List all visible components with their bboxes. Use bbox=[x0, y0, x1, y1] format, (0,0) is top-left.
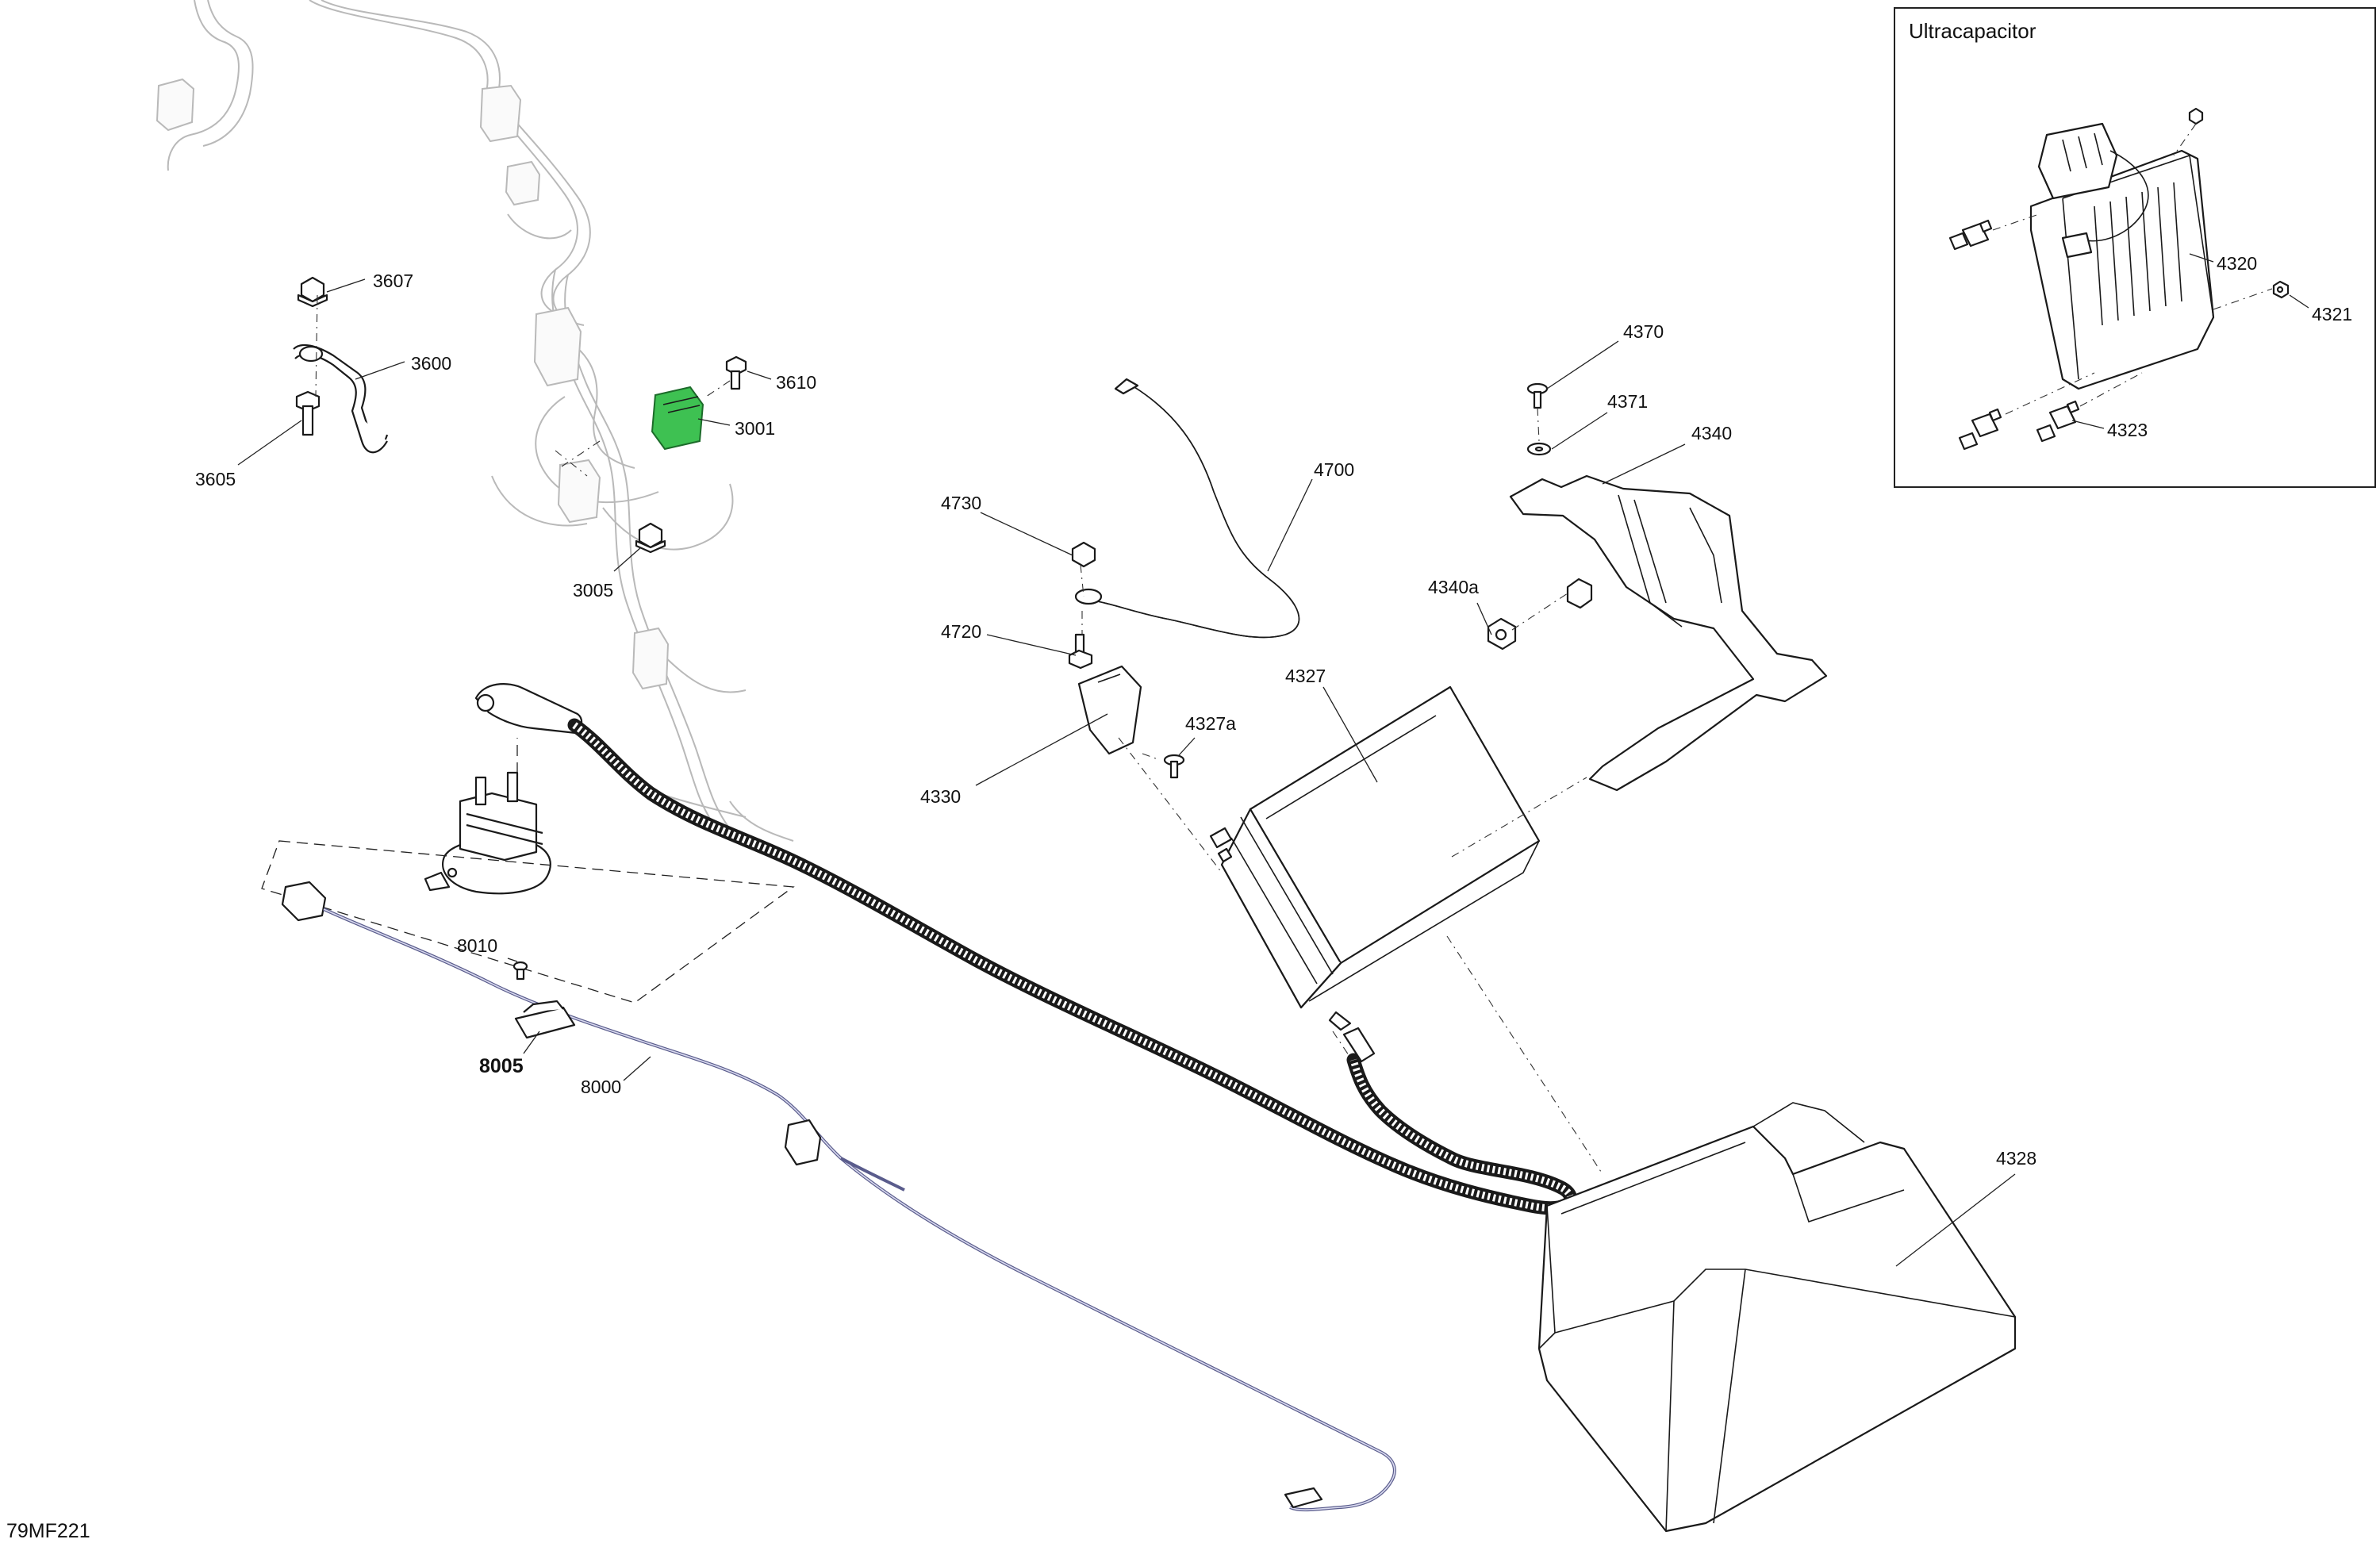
callout-4371: 4371 bbox=[1607, 391, 1648, 412]
screw-4327a[interactable] bbox=[1163, 754, 1185, 779]
callout-8000: 8000 bbox=[581, 1077, 621, 1097]
bolt-3610[interactable] bbox=[725, 355, 747, 390]
nut-4340a-b bbox=[1566, 578, 1593, 609]
positive-cable-4700[interactable] bbox=[1074, 378, 1300, 639]
spacer-left-top bbox=[1948, 219, 1993, 251]
nut-4321[interactable] bbox=[2272, 280, 2290, 299]
sensor-group-outline bbox=[261, 840, 795, 1004]
callout-4370: 4370 bbox=[1623, 321, 1664, 342]
inset-leaders bbox=[2071, 253, 2309, 429]
callout-4330: 4330 bbox=[920, 786, 961, 807]
screw-4370[interactable] bbox=[1526, 382, 1549, 409]
callout-4327: 4327 bbox=[1285, 666, 1326, 686]
callout-3600: 3600 bbox=[411, 353, 451, 374]
callout-4321: 4321 bbox=[2312, 304, 2352, 324]
nut-4340a[interactable] bbox=[1487, 617, 1517, 651]
bolt-3605[interactable] bbox=[295, 390, 321, 436]
callout-4340a: 4340a bbox=[1428, 577, 1479, 597]
inset-assembly-lines bbox=[1992, 123, 2273, 415]
sensor-cable-8000[interactable] bbox=[281, 881, 1396, 1512]
callout-labels: 3607 3600 3605 3610 3001 3005 4370 4371 … bbox=[195, 271, 2036, 1169]
nut-3005[interactable] bbox=[635, 522, 666, 554]
battery-4327[interactable] bbox=[1209, 685, 1541, 1009]
battery-bracket-4340[interactable] bbox=[1509, 474, 1828, 792]
clip-8005[interactable] bbox=[514, 1000, 576, 1039]
callout-4327a: 4327a bbox=[1185, 713, 1236, 734]
ghost-main-harness bbox=[155, 0, 794, 842]
callout-8010: 8010 bbox=[457, 935, 497, 956]
nut-4730[interactable] bbox=[1071, 541, 1096, 568]
ultracapacitor-inset: Ultracapacitor bbox=[1894, 7, 2376, 488]
assembly-lines bbox=[315, 294, 1603, 1175]
callout-4700: 4700 bbox=[1314, 459, 1354, 480]
spacer-4323-a[interactable] bbox=[1958, 408, 2002, 451]
bolt-4720[interactable] bbox=[1068, 633, 1093, 670]
starter-solenoid bbox=[424, 771, 551, 895]
nut-3607[interactable] bbox=[297, 276, 328, 308]
callout-4320: 4320 bbox=[2217, 253, 2257, 274]
relay-3001[interactable] bbox=[651, 386, 704, 451]
callout-3605: 3605 bbox=[195, 469, 236, 489]
nut-4320-top bbox=[2188, 107, 2204, 125]
spacer-4323-b[interactable] bbox=[2036, 400, 2080, 443]
diagram-reference-code: 79MF221 bbox=[6, 1520, 90, 1542]
battery-cover-4328[interactable] bbox=[1537, 1102, 2017, 1533]
inset-frame bbox=[1894, 7, 2376, 488]
callout-3001: 3001 bbox=[735, 418, 775, 439]
callout-3610: 3610 bbox=[776, 372, 816, 393]
ultracapacitor-4320[interactable] bbox=[2029, 122, 2215, 390]
callout-4730: 4730 bbox=[941, 493, 981, 513]
screw-8010[interactable] bbox=[512, 961, 528, 981]
terminal-cover-4330[interactable] bbox=[1077, 665, 1142, 755]
battery-cable-harness[interactable] bbox=[474, 683, 1578, 1215]
inset-title: Ultracapacitor bbox=[1909, 19, 2036, 43]
callout-3005: 3005 bbox=[573, 580, 613, 601]
callout-4720: 4720 bbox=[941, 621, 981, 642]
callout-4340: 4340 bbox=[1691, 423, 1732, 443]
callout-4323: 4323 bbox=[2107, 420, 2148, 440]
callout-leaders bbox=[237, 278, 2016, 1267]
washer-4371[interactable] bbox=[1526, 442, 1552, 456]
callout-4328: 4328 bbox=[1996, 1148, 2036, 1169]
callout-8005: 8005 bbox=[479, 1055, 524, 1077]
callout-3607: 3607 bbox=[373, 271, 413, 291]
